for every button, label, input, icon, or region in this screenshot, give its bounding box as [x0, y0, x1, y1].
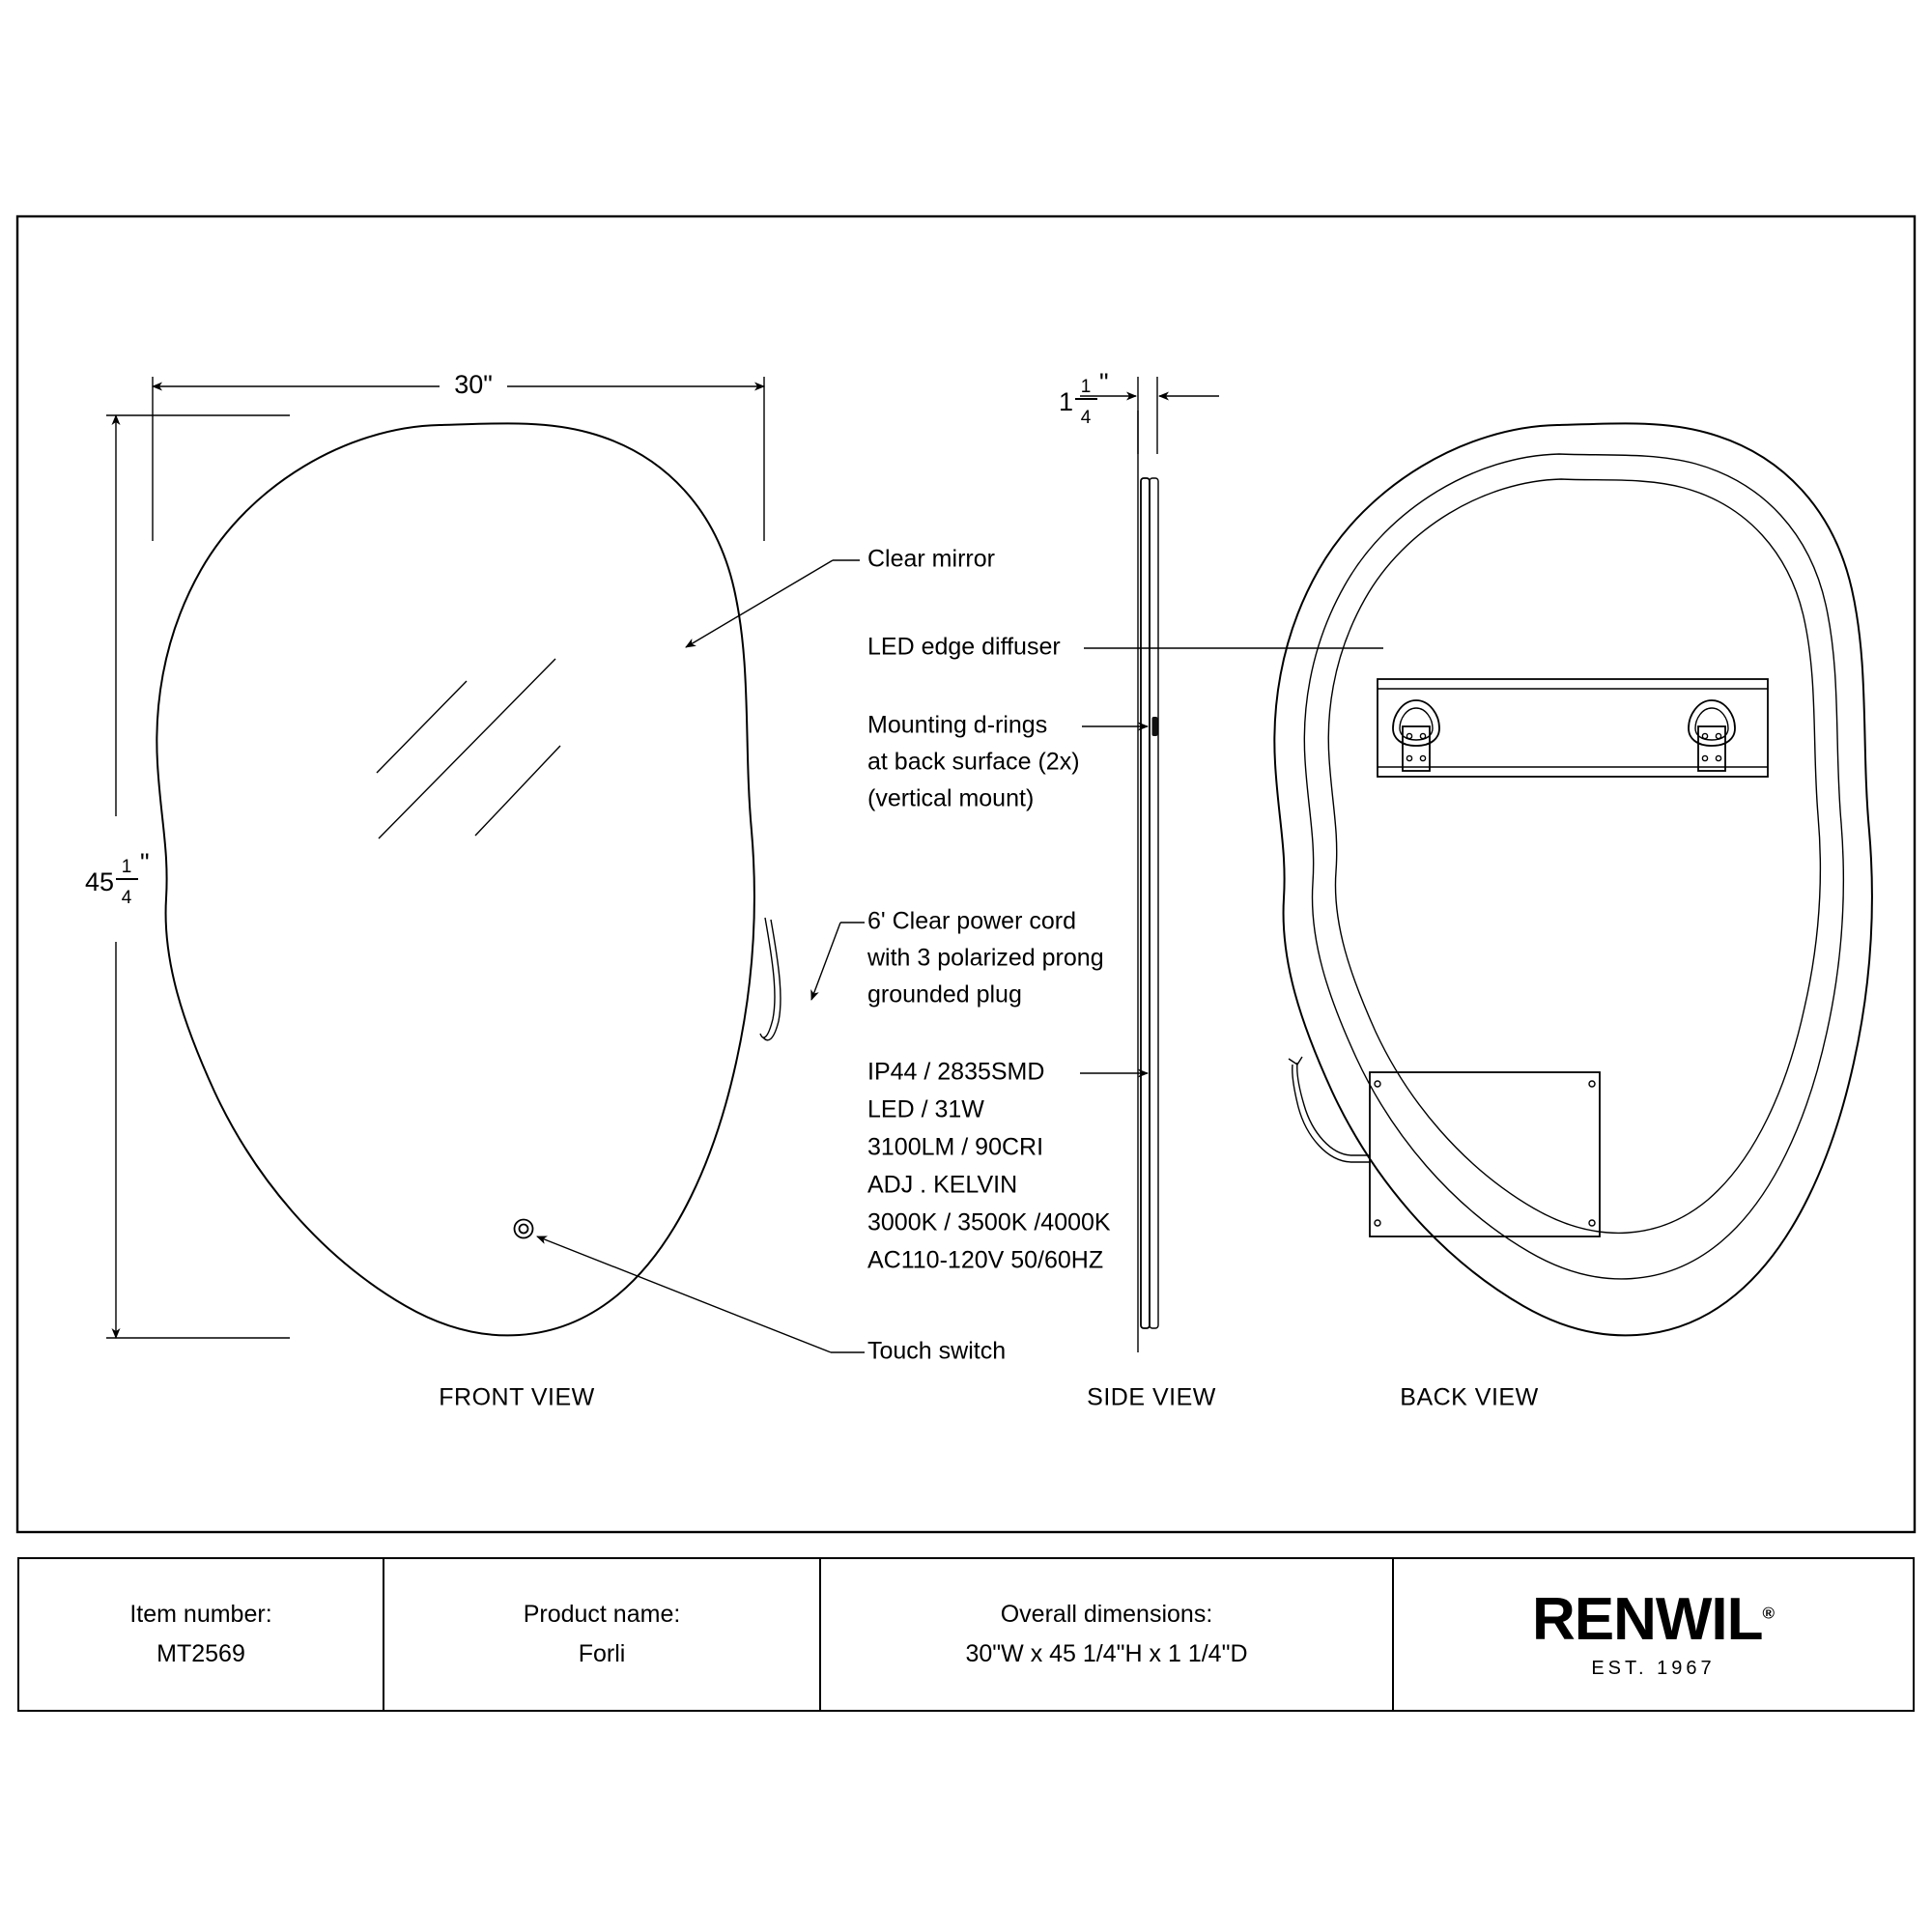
back-power-cord-a — [1296, 1062, 1370, 1156]
title-block-cell-item-number: Item number: MT2569 — [19, 1559, 384, 1710]
d-ring-right-screw-3 — [1701, 754, 1709, 762]
driver-box-screw-tr — [1588, 1080, 1596, 1088]
view-label-back: BACK VIEW — [1400, 1384, 1538, 1411]
d-ring-left-screw-4 — [1419, 754, 1427, 762]
d-ring-right-inner — [1694, 707, 1729, 741]
height-denominator: 4 — [122, 888, 132, 908]
spec-line-5: 3000K / 3500K /4000K — [867, 1209, 1111, 1236]
d-ring-left-screw-2 — [1419, 732, 1427, 740]
front-view-group — [106, 377, 865, 1353]
reflection-line-1 — [376, 680, 468, 774]
view-label-side: SIDE VIEW — [1087, 1384, 1216, 1411]
driver-box-screw-br — [1588, 1219, 1596, 1227]
registered-trademark-icon: ® — [1762, 1603, 1776, 1622]
mounting-bar — [1377, 678, 1769, 778]
item-number-value: MT2569 — [156, 1640, 245, 1667]
d-ring-left-inner — [1399, 707, 1434, 741]
mounting-line-1: Mounting d-rings — [867, 712, 1047, 739]
spec-line-2: LED / 31W — [867, 1096, 984, 1123]
overall-dimensions-label: Overall dimensions: — [1000, 1600, 1213, 1628]
annotation-clear-mirror: Clear mirror — [867, 546, 995, 573]
d-ring-right-screw-2 — [1715, 732, 1722, 740]
depth-unit-mark: " — [1099, 368, 1109, 397]
depth-numerator: 1 — [1081, 377, 1092, 397]
height-whole-number: 45 — [85, 867, 114, 896]
product-name-label: Product name: — [523, 1600, 681, 1628]
renwil-logo: RENWIL® EST. 1967 — [1532, 1589, 1776, 1680]
annotation-power-cord: 6' Clear power cord with 3 polarized pro… — [867, 908, 1104, 1009]
spec-line-4: ADJ . KELVIN — [867, 1172, 1017, 1199]
leader-touch-switch — [536, 1236, 832, 1353]
d-ring-left-screw-3 — [1406, 754, 1413, 762]
height-dimension-label: 45 1 4 " — [85, 848, 150, 908]
d-ring-right-screw-4 — [1715, 754, 1722, 762]
depth-whole-number: 1 — [1059, 387, 1073, 416]
sheet-border — [15, 214, 1917, 1534]
side-view-group — [1080, 377, 1383, 1352]
view-label-front: FRONT VIEW — [439, 1384, 594, 1411]
brand-name-text: RENWIL — [1531, 1585, 1764, 1653]
mirror-outline-back — [1273, 422, 1873, 1337]
d-ring-left-outer — [1392, 699, 1440, 747]
back-view-group — [1273, 422, 1873, 1337]
width-dimension-label: 30" — [454, 370, 493, 399]
touch-switch-inner-circle — [518, 1223, 529, 1235]
brand-tagline: EST. 1967 — [1591, 1657, 1716, 1679]
annotation-led-edge-diffuser: LED edge diffuser — [867, 634, 1061, 661]
reflection-line-3 — [474, 745, 561, 837]
depth-denominator: 4 — [1081, 408, 1092, 428]
side-profile-back-plate — [1149, 477, 1159, 1329]
spec-line-6: AC110-120V 50/60HZ — [867, 1247, 1103, 1274]
mounting-line-3: (vertical mount) — [867, 785, 1034, 812]
d-ring-left — [1392, 699, 1440, 772]
d-ring-right-plate — [1697, 725, 1726, 772]
back-power-cord-tip — [1288, 1056, 1303, 1065]
side-d-ring-tab — [1151, 717, 1158, 736]
led-diffuser-band — [1303, 453, 1845, 1280]
d-ring-right-screw-1 — [1701, 732, 1709, 740]
leader-power-cord — [810, 922, 841, 1001]
overall-dimensions-value: 30"W x 45 1/4"H x 1 1/4"D — [965, 1640, 1248, 1667]
brand-wordmark: RENWIL® — [1532, 1589, 1776, 1650]
driver-box-screw-tl — [1374, 1080, 1381, 1088]
height-unit-mark: " — [140, 848, 150, 877]
cord-line-2: with 3 polarized prong — [867, 945, 1104, 972]
annotation-mounting-d-rings: Mounting d-rings at back surface (2x) (v… — [867, 712, 1080, 812]
product-name-value: Forli — [578, 1640, 626, 1667]
title-block: Item number: MT2569 Product name: Forli … — [17, 1557, 1915, 1712]
back-glass-inner-edge — [1327, 478, 1822, 1235]
cord-line-1: 6' Clear power cord — [867, 908, 1076, 935]
title-block-cell-product-name: Product name: Forli — [384, 1559, 821, 1710]
driver-box-screw-bl — [1374, 1219, 1381, 1227]
back-power-cord-b — [1292, 1064, 1370, 1163]
spec-line-3: 3100LM / 90CRI — [867, 1134, 1043, 1161]
power-cord-front-2 — [762, 919, 781, 1041]
touch-switch-outer-circle — [513, 1218, 534, 1239]
reflection-line-2 — [378, 658, 556, 839]
annotation-specifications: IP44 / 2835SMD LED / 31W 3100LM / 90CRI … — [867, 1059, 1111, 1274]
cord-line-3: grounded plug — [867, 981, 1022, 1009]
d-ring-left-screw-1 — [1406, 732, 1413, 740]
mounting-line-2: at back surface (2x) — [867, 749, 1080, 776]
item-number-label: Item number: — [129, 1600, 272, 1628]
d-ring-right-outer — [1688, 699, 1736, 747]
power-cord-front — [759, 917, 776, 1038]
side-profile-slab — [1140, 477, 1151, 1329]
annotation-touch-switch: Touch switch — [867, 1338, 1006, 1365]
spec-line-1: IP44 / 2835SMD — [867, 1059, 1044, 1086]
depth-dimension-label: 1 1 4 " — [1059, 368, 1109, 428]
title-block-cell-logo: RENWIL® EST. 1967 — [1394, 1559, 1913, 1710]
d-ring-right — [1688, 699, 1736, 772]
mirror-outline-front — [156, 422, 755, 1337]
height-numerator: 1 — [122, 857, 132, 877]
d-ring-left-plate — [1402, 725, 1431, 772]
leader-clear-mirror — [685, 559, 834, 648]
led-driver-box — [1369, 1071, 1601, 1237]
title-block-cell-dimensions: Overall dimensions: 30"W x 45 1/4"H x 1 … — [821, 1559, 1394, 1710]
